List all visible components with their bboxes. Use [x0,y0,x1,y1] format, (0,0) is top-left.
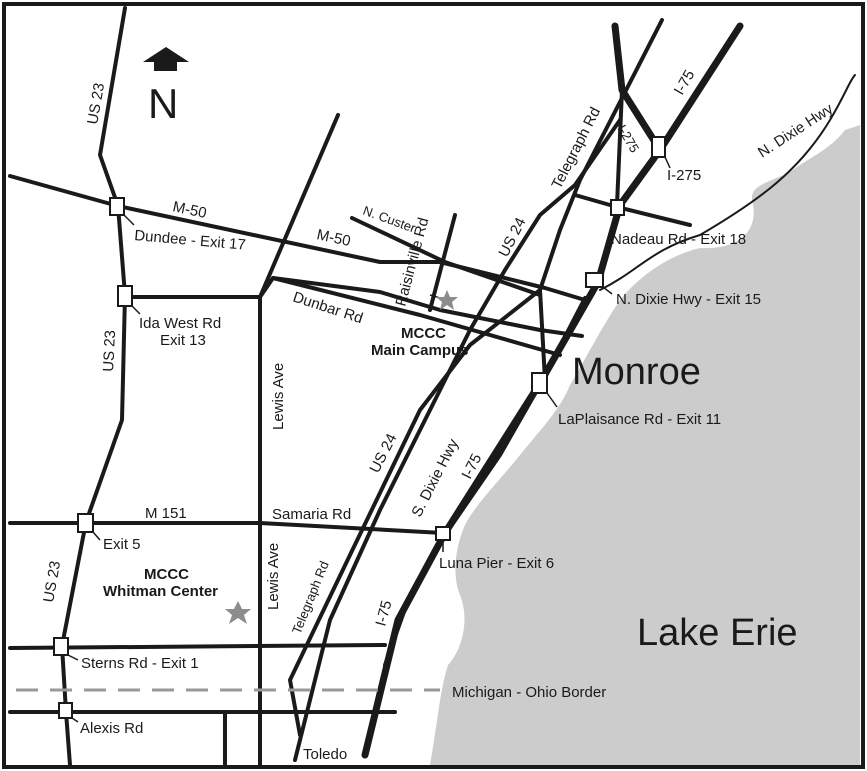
nadeau-road [573,193,692,227]
exit-leaders [67,156,671,723]
exit-marker-dundee[interactable] [109,197,125,216]
star-icon [225,601,251,624]
road-label-samaria: Samaria Rd [272,506,351,523]
sterns-road [8,643,387,650]
exit-marker-luna-pier[interactable] [435,526,451,541]
main-campus-label-line2: Main Campus [371,342,469,359]
dunbar-road [271,276,562,357]
exit-label-sterns: Sterns Rd - Exit 1 [81,655,199,672]
exit-label-alexis: Alexis Rd [80,720,143,737]
exit-marker-n-dixie[interactable] [585,272,604,288]
road-label-us23-top: US 23 [84,82,108,126]
city-label-monroe: Monroe [572,351,701,393]
lake-label: Lake Erie [637,612,798,654]
m151-road [8,521,445,535]
road-label-us24-bottom: US 24 [366,431,400,476]
road-label-i75-bottom: I-75 [372,599,395,628]
exit-marker-i275[interactable] [651,136,666,158]
road-label-us23-bottom: US 23 [40,560,64,604]
road-label-i275: I-275 [667,167,701,184]
us24-road [293,118,622,762]
road-label-n-custer: N. Custer [361,203,418,236]
whitman-center-label-line2: Whitman Center [103,583,218,600]
road-label-dunbar: Dunbar Rd [291,289,365,328]
exit-label-ida-west-line1: Ida West Rd [139,315,221,332]
star-icon [436,290,458,310]
main-campus-label-line1: MCCC [401,325,446,342]
lake-erie-water [430,125,860,765]
i75-road [361,22,744,759]
north-arrow-icon [143,47,189,71]
exit-label-luna-pier: Luna Pier - Exit 6 [439,555,554,572]
road-label-m50-right: M-50 [315,226,352,250]
north-letter: N [148,80,178,127]
road-label-s-dixie: S. Dixie Hwy [408,436,462,520]
n-dixie-hwy-north-road [599,74,856,291]
road-label-lewis-top: Lewis Ave [270,363,287,430]
lewis-ave-road [258,113,340,767]
exit-marker-ida-west[interactable] [117,285,133,307]
city-label-toledo: Toledo [303,746,347,763]
exit-label-ida-west-line2: Exit 13 [160,332,206,349]
i275-connector [615,88,624,207]
road-label-us23-mid: US 23 [100,330,119,373]
whitman-center-label-line1: MCCC [144,566,189,583]
exit-marker-alexis[interactable] [58,702,73,719]
road-label-lewis-bottom: Lewis Ave [265,543,282,610]
telegraph-road [288,18,664,737]
exit-marker-exit5[interactable] [77,513,94,533]
exit-label-nadeau: Nadeau Rd - Exit 18 [611,231,746,248]
m50-road [8,174,587,302]
border-label: Michigan - Ohio Border [452,684,606,701]
raisinville-road [428,213,457,312]
monroe-connector [538,288,547,382]
n-custer-road [350,216,542,297]
exit-marker-laplaisance[interactable] [531,372,548,394]
exit-marker-sterns[interactable] [53,637,69,656]
road-label-m50-left: M-50 [171,198,208,222]
exit-label-n-dixie: N. Dixie Hwy - Exit 15 [616,291,761,308]
road-label-m151: M 151 [145,505,187,522]
exit-marker-nadeau[interactable] [610,199,625,216]
exit-label-exit5: Exit 5 [103,536,141,553]
exit-label-laplaisance: LaPlaisance Rd - Exit 11 [558,411,721,428]
road-label-telegraph-bottom: Telegraph Rd [289,559,332,636]
